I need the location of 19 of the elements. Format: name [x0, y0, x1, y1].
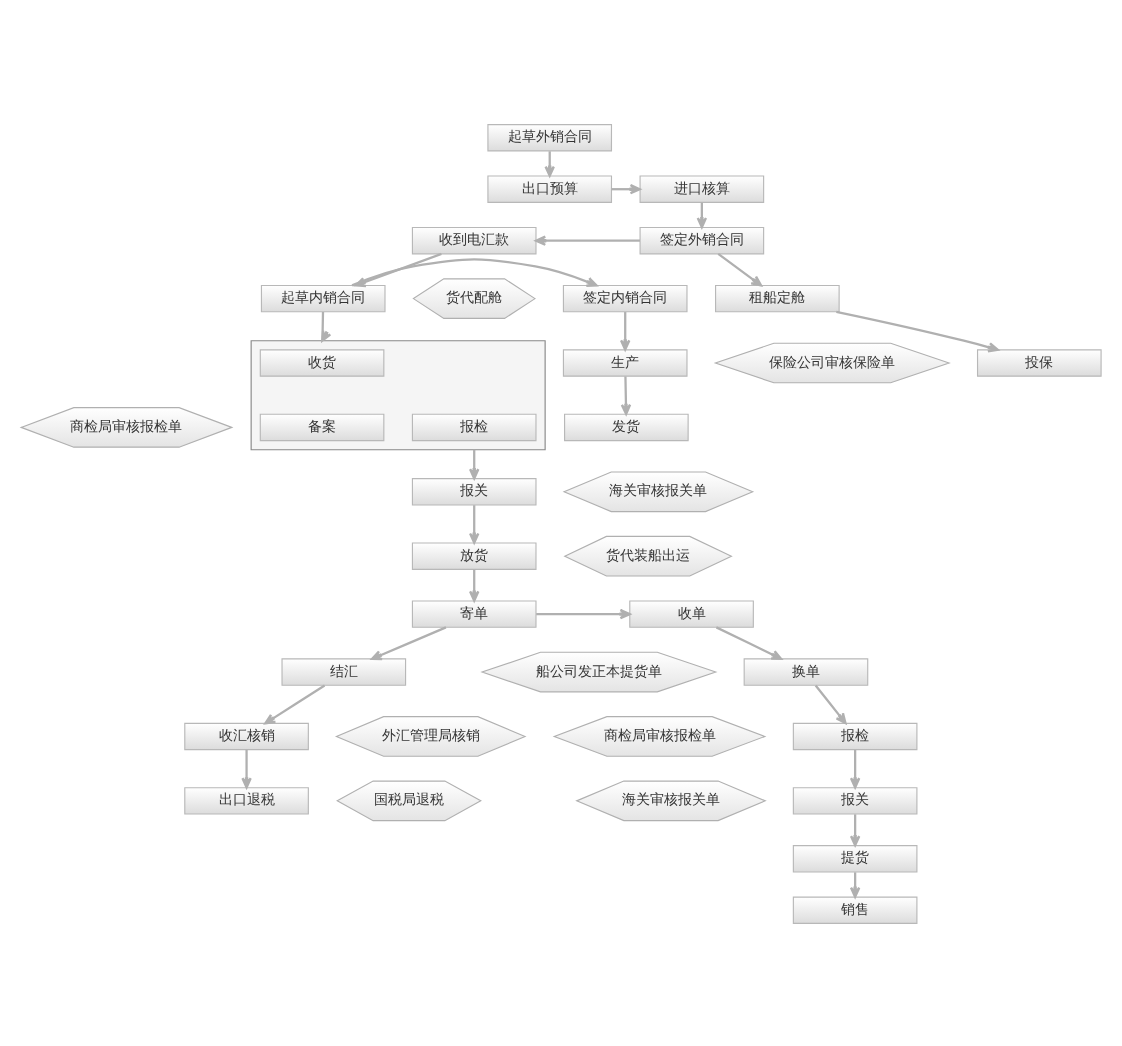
arrow — [849, 813, 861, 846]
arrow — [264, 683, 326, 724]
arrow — [620, 375, 632, 415]
arrow — [468, 568, 480, 601]
arrow — [370, 625, 447, 660]
arrow — [534, 234, 640, 245]
arrow — [611, 182, 641, 194]
arrow — [468, 504, 480, 543]
arrow — [536, 607, 631, 619]
arrow — [321, 311, 332, 341]
arrow — [717, 251, 763, 286]
arrow — [849, 748, 861, 788]
arrow — [814, 683, 847, 724]
arrow — [836, 309, 1000, 352]
cluster — [250, 339, 546, 450]
arrow — [619, 311, 631, 350]
arrow — [715, 625, 783, 659]
arrow — [241, 748, 252, 788]
arrow — [468, 448, 480, 479]
